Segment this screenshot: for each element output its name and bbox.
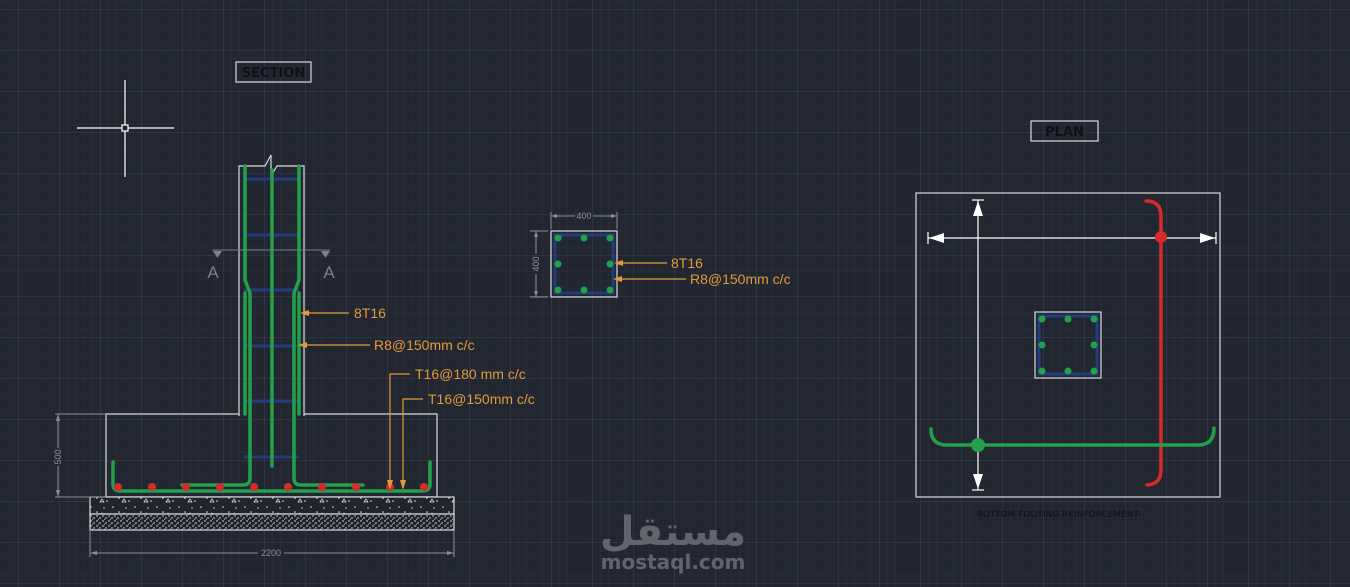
plan-red-bar — [1144, 199, 1167, 487]
crosshair-cursor-icon — [77, 80, 174, 177]
plan-horizontal-span-arrow — [927, 232, 1217, 244]
column-cross-section-bars — [554, 234, 614, 294]
plan-column — [1034, 311, 1102, 379]
annotation-footing-bar-2: T16@150mm c/c — [428, 391, 535, 407]
sub-base-layer — [89, 513, 455, 531]
footing-transverse-bars — [114, 483, 428, 491]
column-rebar-dot — [1038, 315, 1046, 323]
column-rebar-dot — [1064, 367, 1072, 375]
dimension-footing-depth — [55, 413, 106, 498]
annotation-cross-section-bars: 8T16 — [671, 255, 703, 271]
section-title: SECTION — [242, 66, 305, 81]
watermark-latin: mostaql.com — [601, 550, 746, 574]
column-rebar-dot — [606, 260, 614, 268]
footing-transverse-bar — [182, 483, 190, 491]
footing-transverse-bar — [284, 483, 292, 491]
column-rebar-dot — [1038, 367, 1046, 375]
column-rebar-dot — [1038, 341, 1046, 349]
dimension-footing-width — [89, 530, 455, 557]
column-rebar-dot — [554, 234, 562, 242]
column-rebar-dot — [580, 286, 588, 294]
plan-green-bar — [929, 426, 1216, 452]
column-rebar-dot — [1064, 315, 1072, 323]
section-cut-line: A A — [207, 249, 335, 282]
column-rebar-dot — [606, 234, 614, 242]
column-rebar-dot — [554, 286, 562, 294]
column-rebar-dot — [580, 234, 588, 242]
column-cross-section-leaders — [613, 260, 686, 282]
dimension-column-height — [530, 230, 548, 298]
column-rebar-dot — [1090, 341, 1098, 349]
plan-column-bars — [1038, 315, 1098, 375]
blinding-concrete-layer — [89, 496, 455, 515]
footing-transverse-bar — [352, 483, 360, 491]
section-mark-left: A — [207, 263, 219, 282]
section-leaders — [298, 310, 423, 490]
annotation-stirrups: R8@150mm c/c — [374, 337, 475, 353]
plan-caption: BOTTOM FOOTING REINFORCEMENT — [977, 510, 1140, 520]
footing-transverse-bar — [250, 483, 258, 491]
section-title-box: SECTION — [235, 61, 312, 83]
annotation-footing-bar-1: T16@180 mm c/c — [415, 366, 526, 382]
column-main-bars — [180, 164, 365, 487]
dimension-text-column-height: 400 — [531, 256, 541, 271]
footing-bottom-bar — [111, 460, 432, 493]
dimension-text-depth: 500 — [53, 449, 63, 464]
dimension-text-column-width: 400 — [576, 211, 591, 221]
footing-transverse-bar — [148, 483, 156, 491]
plan-title: PLAN — [1045, 125, 1084, 140]
plan-title-box: PLAN — [1030, 120, 1099, 142]
column-rebar-dot — [1090, 315, 1098, 323]
footing-transverse-bar — [216, 483, 224, 491]
footing-transverse-bar — [420, 483, 428, 491]
mostaql-watermark: مستقل mostaql.com — [600, 509, 746, 574]
footing-transverse-bar — [318, 483, 326, 491]
dimension-text-width: 2200 — [261, 548, 281, 558]
column-rebar-dot — [606, 286, 614, 294]
column-rebar-dot — [1090, 367, 1098, 375]
footing-transverse-bar — [114, 483, 122, 491]
section-mark-right: A — [323, 263, 335, 282]
annotation-cross-section-stirrups: R8@150mm c/c — [690, 271, 791, 287]
dimension-column-width — [550, 212, 618, 229]
column-rebar-dot — [554, 260, 562, 268]
plan-footing-outline — [915, 192, 1221, 498]
annotation-column-bars: 8T16 — [354, 305, 386, 321]
watermark-arabic: مستقل — [600, 509, 746, 555]
